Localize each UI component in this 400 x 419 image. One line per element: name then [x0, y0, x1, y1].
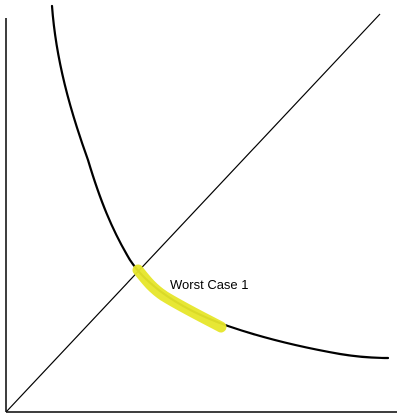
- diagonal-line: [6, 13, 381, 412]
- annotation-label: Worst Case 1: [170, 277, 249, 292]
- highlight-stroke: [132, 264, 227, 333]
